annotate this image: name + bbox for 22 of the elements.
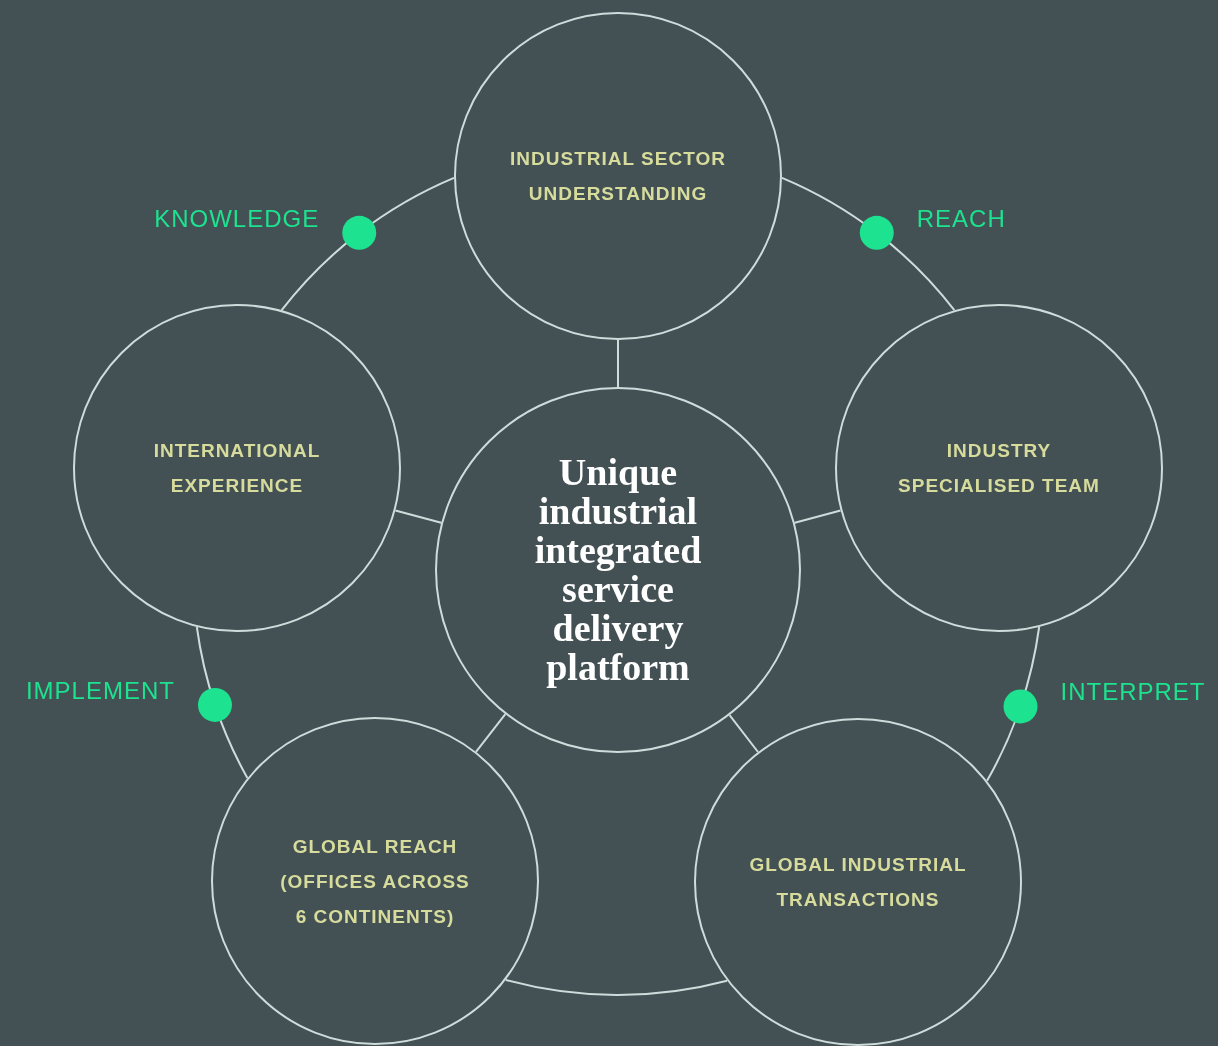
circle-node (835, 304, 1163, 632)
circle-node (73, 304, 401, 632)
circle-node (454, 12, 782, 340)
center-title: Unique industrial integrated service delivery platform (533, 453, 703, 687)
circle-label: INDUSTRY SPECIALISED TEAM (897, 439, 1101, 498)
connector-line (474, 713, 507, 753)
circle-label: GLOBAL REACH (OFFICES ACROSS 6 CONTINENTS) (279, 834, 471, 929)
circle-label: INTERNATIONAL EXPERIENCE (152, 439, 322, 498)
edge-label: INTERPRET (1060, 678, 1206, 707)
connector-line (617, 339, 619, 388)
edge-label: REACH (916, 204, 1006, 233)
circle-label: INDUSTRIAL SECTOR UNDERSTANDING (509, 147, 727, 206)
connector-line (728, 714, 759, 753)
connector-line (394, 509, 443, 524)
center-circle (435, 387, 801, 753)
ring-arc (504, 978, 729, 996)
circle-node (694, 718, 1022, 1046)
connector-line (793, 509, 842, 524)
edge-label: KNOWLEDGE (154, 204, 320, 233)
circle-label: GLOBAL INDUSTRIAL TRANSACTIONS (748, 853, 968, 912)
edge-label: IMPLEMENT (25, 676, 175, 705)
circle-node (211, 717, 539, 1045)
